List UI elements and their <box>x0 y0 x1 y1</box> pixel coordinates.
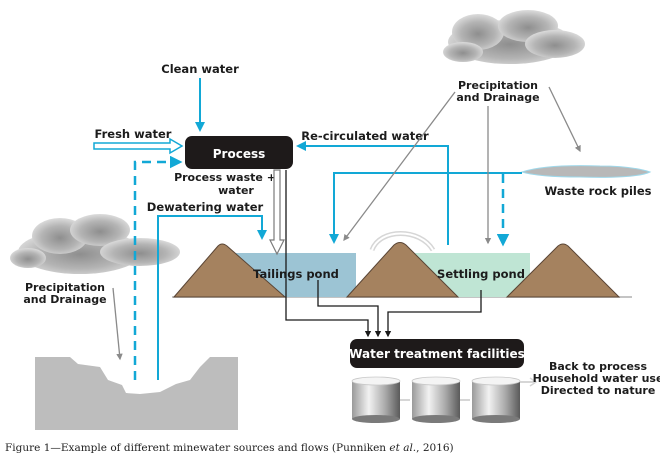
fresh-water-label: Fresh water <box>95 127 172 141</box>
dewatering-water-label: Dewatering water <box>147 200 264 214</box>
caption-suffix: , 2016) <box>416 442 454 454</box>
precip-top-label-1: Precipitation <box>458 79 538 92</box>
precip-left-label-1: Precipitation <box>25 281 105 294</box>
treatment-tanks <box>351 376 538 423</box>
fresh-water-arrow <box>93 137 184 155</box>
waste-rock-piles-label: Waste rock piles <box>545 184 652 198</box>
caption-italic: et al. <box>389 442 417 454</box>
output-back-to-process: Back to process <box>549 360 648 373</box>
output-household-water: Household water use <box>533 372 660 385</box>
water-treatment-label: Water treatment facilities <box>349 347 525 361</box>
process-waste-arrow <box>269 169 285 256</box>
mound-3 <box>505 243 621 298</box>
cloud-icon-top <box>443 10 585 64</box>
waste-rock-runoff <box>329 172 522 244</box>
figure-caption: Figure 1—Example of different minewater … <box>5 442 454 454</box>
process-label: Process <box>213 147 266 161</box>
water-treatment-box <box>350 339 524 368</box>
tailings-pond-label: Tailings pond <box>253 267 339 281</box>
recirculated-water-flow <box>296 141 449 245</box>
tank-1 <box>351 376 401 423</box>
open-pit <box>35 357 238 430</box>
process-box <box>185 136 293 169</box>
mound-1 <box>172 243 287 298</box>
process-waste-label-1: Process waste + <box>174 171 276 184</box>
pit-dewatering-dashed <box>133 155 183 380</box>
recirculated-water-label: Re-circulated water <box>301 129 429 143</box>
cloud-icon-left <box>10 214 180 274</box>
caption-text: Figure 1—Example of different minewater … <box>5 442 390 454</box>
precip-top-label-2: and Drainage <box>456 91 539 104</box>
tank-3 <box>471 376 521 423</box>
dewatering-water-flow <box>157 215 267 380</box>
precip-left-label-2: and Drainage <box>23 293 106 306</box>
waste-rock-pile <box>520 165 652 178</box>
tank-2 <box>411 376 461 423</box>
output-directed-to-nature: Directed to nature <box>541 384 656 397</box>
clean-water-label: Clean water <box>161 62 239 76</box>
settling-pond-label: Settling pond <box>437 267 525 281</box>
process-waste-label-2: water <box>218 184 254 197</box>
mound-2 <box>345 242 460 298</box>
